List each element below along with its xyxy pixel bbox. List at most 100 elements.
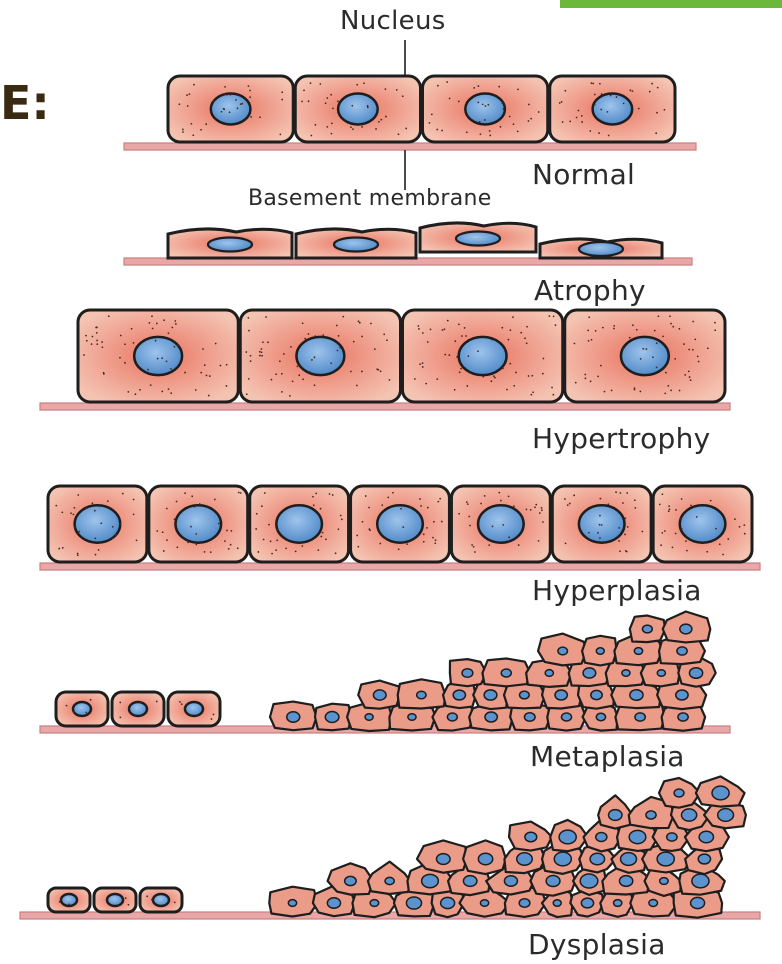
- nucleus-icon: [456, 232, 500, 246]
- nucleus-icon: [73, 702, 91, 716]
- nucleus-icon: [484, 690, 497, 700]
- nucleus-icon: [327, 898, 340, 909]
- nucleus-icon: [385, 877, 394, 884]
- normal-cell: [550, 76, 675, 142]
- nucleus-icon: [635, 713, 645, 721]
- hyperplasia-cell: [653, 486, 752, 562]
- metaplasia-cell: [168, 692, 220, 726]
- dysplasia-cell: [94, 888, 136, 912]
- nucleus-icon: [517, 853, 532, 865]
- nucleus-icon: [583, 668, 596, 678]
- nucleus-icon: [75, 505, 121, 542]
- nucleus-icon: [590, 853, 604, 865]
- normal-cell: [168, 76, 293, 142]
- metaplasia-cell: [398, 679, 446, 708]
- membrane-normal: [124, 143, 696, 150]
- nucleus-icon: [370, 900, 379, 907]
- nucleus-icon: [561, 713, 571, 721]
- basement-membrane-label: Basement membrane: [248, 186, 492, 211]
- dysplasia-cell: [328, 863, 374, 894]
- nucleus-icon: [629, 830, 646, 843]
- metaplasia-cell: [56, 692, 108, 726]
- nucleus-icon: [276, 505, 322, 542]
- nucleus-icon: [718, 809, 734, 822]
- dysplasia-cell: [659, 778, 700, 808]
- dysplasia-cell: [368, 862, 410, 894]
- hyperplasia-cell: [149, 486, 248, 562]
- hyperplasia-label: Hyperplasia: [532, 574, 702, 607]
- nucleus-icon: [520, 691, 530, 699]
- nucleus-icon: [553, 900, 561, 906]
- metaplasia-cell: [270, 702, 317, 731]
- atrophy-cell: [296, 229, 416, 258]
- metaplasia-cell: [663, 611, 711, 642]
- nucleus-icon: [441, 897, 455, 908]
- dysplasia-cell: [463, 840, 506, 874]
- nucleus-icon: [373, 690, 386, 700]
- hypertrophy-label: Hypertrophy: [532, 422, 711, 455]
- dysplasia-cell: [417, 840, 467, 872]
- dysplasia-cell: [696, 776, 745, 806]
- dysplasia-cell: [269, 887, 318, 917]
- nucleus-icon: [463, 876, 476, 887]
- nucleus-icon: [459, 337, 507, 375]
- nucleus-icon: [408, 714, 416, 721]
- nucleus-icon: [674, 789, 684, 797]
- nucleus-icon: [185, 702, 203, 716]
- nucleus-icon: [485, 712, 497, 722]
- nucleus-icon: [613, 900, 621, 907]
- nucleus-icon: [712, 786, 729, 800]
- nucleus-icon: [153, 894, 169, 906]
- nucleus-icon: [558, 647, 568, 655]
- metaplasia-cell: [315, 704, 351, 731]
- hypertrophy-cell: [403, 310, 563, 402]
- atrophy-label: Atrophy: [534, 274, 646, 307]
- nucleus-icon: [525, 832, 537, 842]
- nucleus-icon: [208, 238, 252, 252]
- nucleus-icon: [634, 648, 642, 655]
- nucleus-icon: [365, 714, 373, 720]
- nucleus-icon: [422, 874, 439, 887]
- hyperplasia-cell: [451, 486, 550, 562]
- nucleus-icon: [689, 668, 702, 679]
- nucleus-icon: [501, 669, 511, 677]
- nucleus-icon: [288, 900, 296, 907]
- nucleus-icon: [211, 94, 251, 125]
- nucleus-icon: [134, 337, 182, 375]
- nucleus-icon: [621, 853, 637, 866]
- dysplasia-cell: [550, 820, 588, 851]
- nucleus-icon: [338, 94, 378, 125]
- nucleus-icon: [676, 690, 688, 700]
- nucleus-icon: [579, 505, 625, 542]
- nucleus-icon: [699, 831, 713, 842]
- nucleus-icon: [609, 810, 622, 821]
- nucleus-icon: [692, 874, 709, 888]
- nucleus-icon: [580, 874, 598, 888]
- nucleus-icon: [334, 238, 378, 252]
- metaplasia-cell: [112, 692, 164, 726]
- nucleus-icon: [619, 876, 632, 887]
- nucleus-icon: [681, 809, 696, 821]
- membrane-hypertrophy: [40, 403, 730, 410]
- nucleus-icon: [646, 811, 656, 819]
- nucleus-icon: [478, 853, 492, 864]
- nucleus-icon: [622, 670, 630, 677]
- dysplasia-cell: [509, 822, 552, 851]
- normal-cell: [295, 76, 420, 142]
- nucleus-icon: [129, 702, 147, 716]
- nucleus-icon: [519, 899, 530, 908]
- atrophy-cell: [168, 229, 292, 258]
- nucleus-icon: [630, 690, 643, 701]
- nucleus-icon: [677, 647, 687, 655]
- metaplasia-cell: [482, 658, 530, 686]
- hypertrophy-cell: [78, 310, 238, 402]
- metaplasia-cell: [538, 634, 586, 666]
- nucleus-icon: [325, 712, 339, 723]
- membrane-hyperplasia: [40, 563, 760, 570]
- nucleus-icon: [345, 876, 357, 885]
- nucleus-icon: [579, 242, 623, 256]
- atrophy-cell: [420, 223, 536, 252]
- hypertrophy-cell: [240, 310, 400, 402]
- nucleus-icon: [406, 897, 421, 909]
